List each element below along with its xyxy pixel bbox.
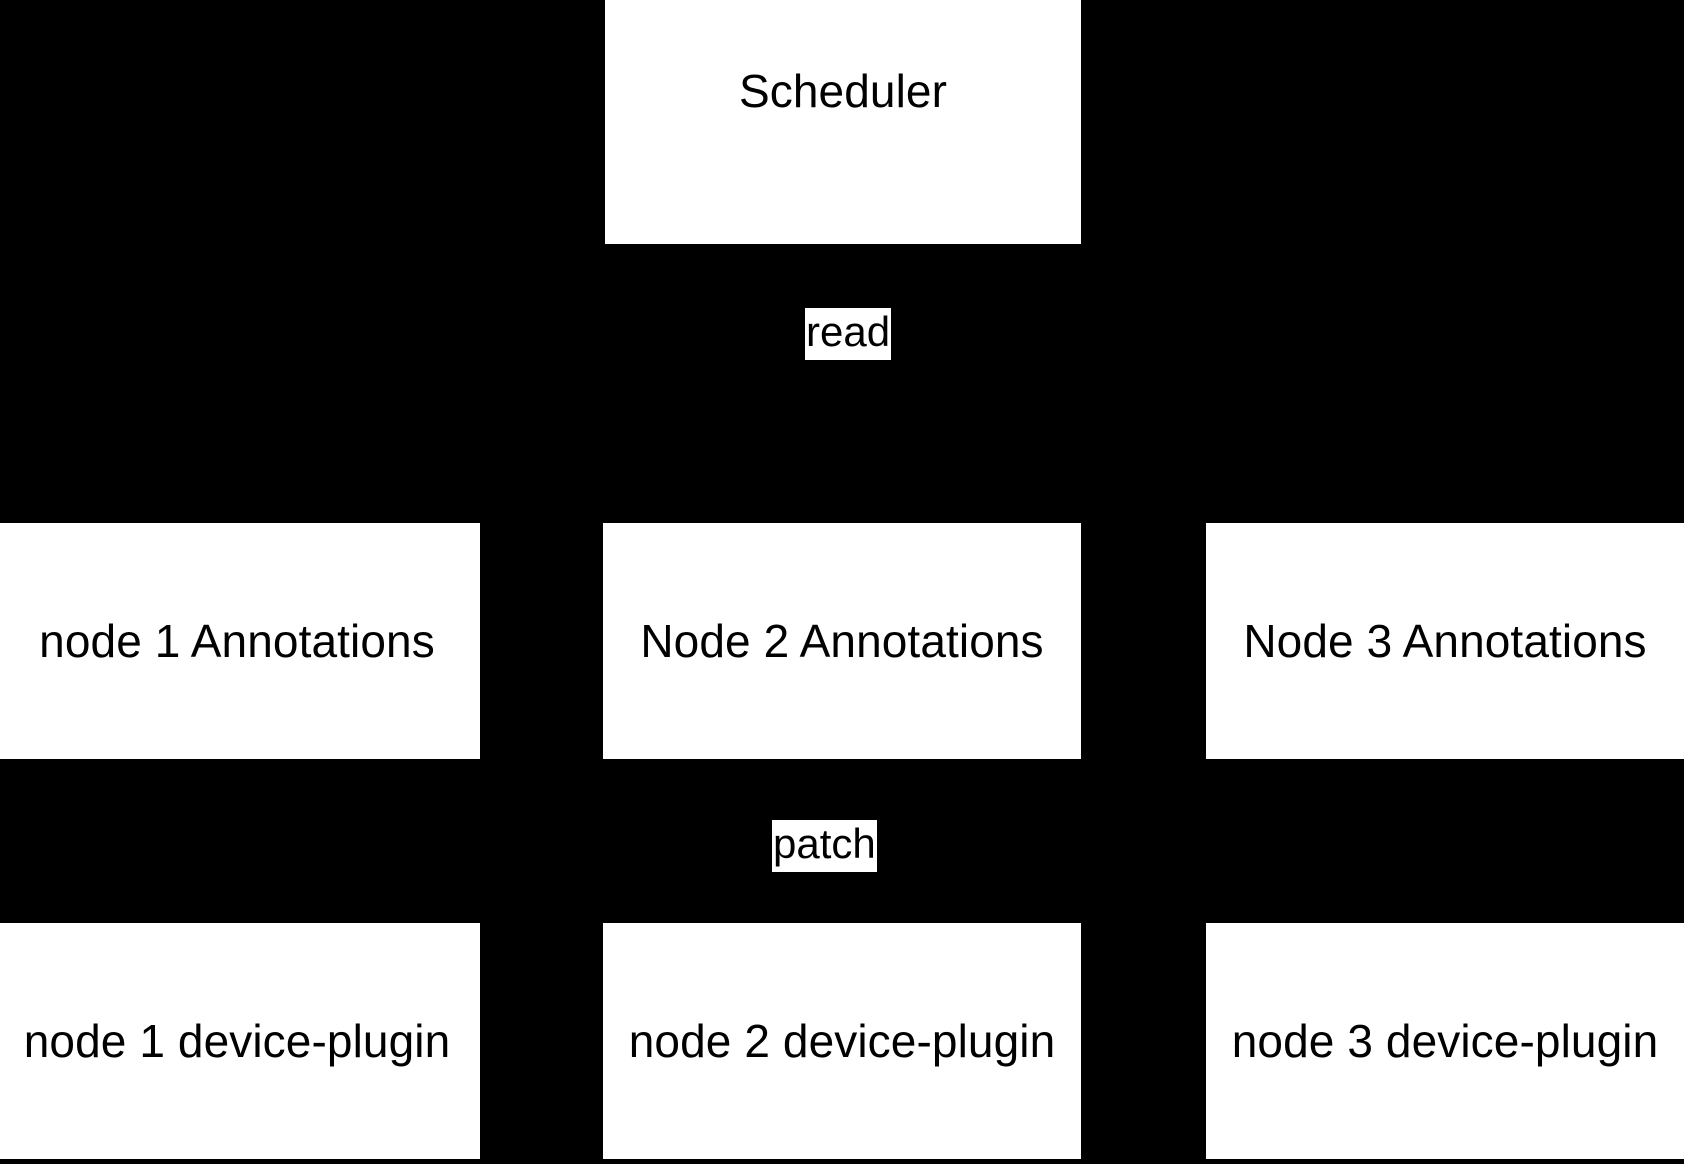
node-node-3-annotations: Node 3 Annotations	[1206, 523, 1684, 759]
node-scheduler-label: Scheduler	[738, 64, 948, 117]
node-node-1-device-plugin: node 1 device-plugin	[0, 923, 480, 1159]
node-node-1-device-plugin-label: node 1 device-plugin	[23, 1014, 451, 1067]
edge-label-read-text: read	[806, 308, 891, 355]
node-node-1-annotations-label: node 1 Annotations	[39, 614, 435, 667]
edge-label-read: read	[805, 308, 892, 360]
node-node-3-device-plugin-label: node 3 device-plugin	[1231, 1014, 1659, 1067]
node-scheduler: Scheduler	[605, 0, 1081, 244]
node-node-2-device-plugin: node 2 device-plugin	[603, 923, 1081, 1159]
node-node-2-annotations-label: Node 2 Annotations	[640, 614, 1044, 667]
node-node-2-annotations: Node 2 Annotations	[603, 523, 1081, 759]
node-node-1-annotations: node 1 Annotations	[0, 523, 480, 759]
node-node-3-device-plugin: node 3 device-plugin	[1206, 923, 1684, 1159]
edge-label-patch-text: patch	[773, 820, 876, 867]
node-node-2-device-plugin-label: node 2 device-plugin	[628, 1014, 1056, 1067]
node-node-3-annotations-label: Node 3 Annotations	[1243, 614, 1647, 667]
edge-label-patch: patch	[772, 820, 877, 872]
